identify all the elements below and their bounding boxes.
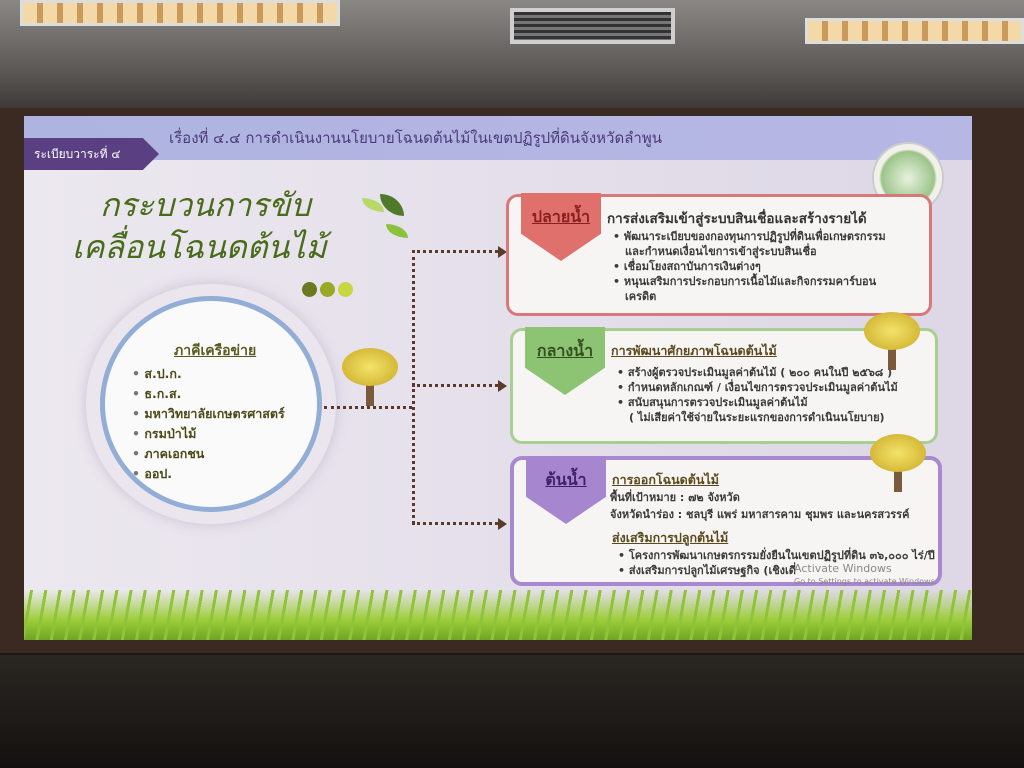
midstream-list: สร้างผู้ตรวจประเมินมูลค่าต้นไม้ ( ๒๐๐ คน… xyxy=(617,365,898,425)
agenda-tag: ระเบียบวาระที่ ๔ xyxy=(24,138,159,170)
tree-icon xyxy=(870,434,926,494)
handwritten-title-line1: กระบวนการขับ xyxy=(100,186,311,224)
midstream-heading: การพัฒนาศักยภาพโฉนดต้นไม้ xyxy=(611,343,777,358)
upstream-tag-label: ต้นน้ำ xyxy=(545,470,587,489)
tree-icon xyxy=(864,312,920,372)
slide-title: เรื่องที่ ๔.๔ การดำเนินงานนโยบายโฉนดต้นไ… xyxy=(169,129,662,147)
connector-line xyxy=(412,522,498,525)
connector-line xyxy=(412,250,415,524)
network-item: มหาวิทยาลัยเกษตรศาสตร์ xyxy=(132,404,284,424)
network-list: ส.ป.ก. ธ.ก.ส. มหาวิทยาลัยเกษตรศาสตร์ กรม… xyxy=(132,364,285,484)
upstream-list: โครงการพัฒนาเกษตรกรรมยั่งยืนในเขตปฏิรูปท… xyxy=(618,548,935,578)
network-item: ออป. xyxy=(132,464,285,484)
ceiling-light xyxy=(20,0,340,26)
decor-dot xyxy=(302,282,317,297)
list-item: สร้างผู้ตรวจประเมินมูลค่าต้นไม้ ( ๒๐๐ คน… xyxy=(617,365,898,380)
connector-line xyxy=(324,406,412,409)
downstream-tag-label: ปลายน้ำ xyxy=(531,207,591,226)
list-item: ( ไม่เสียค่าใช้จ่ายในระยะแรกของการดำเนิน… xyxy=(629,411,885,424)
upstream-pilot: จังหวัดนำร่อง : ชลบุรี แพร่ มหาสารคาม ชุ… xyxy=(610,508,910,521)
network-label: ภาคีเครือข่าย xyxy=(174,343,257,359)
watermark-line1: Activate Windows xyxy=(794,562,892,575)
list-item: เชื่อมโยงสถาบันการเงินต่างๆ xyxy=(613,259,886,274)
activate-windows-watermark: Activate Windows Go to Settings to activ… xyxy=(794,562,937,588)
connector-line xyxy=(412,250,498,253)
list-item: กำหนดหลักเกณฑ์ / เงื่อนไขการตรวจประเมินม… xyxy=(617,380,898,395)
network-item: ภาคเอกชน xyxy=(132,444,285,464)
tree-icon xyxy=(342,348,398,408)
air-vent xyxy=(510,8,675,44)
network-item: ส.ป.ก. xyxy=(132,364,285,384)
downstream-list: พัฒนาระเบียบของกองทุนการปฏิรูปที่ดินเพื่… xyxy=(613,229,886,304)
room-floor xyxy=(0,655,1024,768)
grass-decoration xyxy=(24,590,972,640)
upstream-box: ต้นน้ำ การออกโฉนดต้นไม้ พื้นที่เป้าหมาย … xyxy=(510,456,942,586)
list-item: โครงการพัฒนาเกษตรกรรมยั่งยืนในเขตปฏิรูปท… xyxy=(618,548,935,563)
network-item: ธ.ก.ส. xyxy=(132,384,285,404)
decor-dot xyxy=(338,282,353,297)
decor-dot xyxy=(320,282,335,297)
slide: ระเบียบวาระที่ ๔ เรื่องที่ ๔.๔ การดำเนิน… xyxy=(24,116,972,640)
network-item: กรมป่าไม้ xyxy=(132,424,285,444)
upstream-heading2: ส่งเสริมการปลูกต้นไม้ xyxy=(612,530,729,545)
upstream-heading: การออกโฉนดต้นไม้ xyxy=(612,472,719,487)
downstream-heading: การส่งเสริมเข้าสู่ระบบสินเชื่อและสร้างรา… xyxy=(607,211,867,227)
list-item: เครดิต xyxy=(625,290,657,303)
list-item: และกำหนดเงื่อนไขการเข้าสู่ระบบสินเชื่อ xyxy=(625,245,817,258)
arrow-icon xyxy=(498,380,507,392)
ceiling-light xyxy=(805,18,1024,44)
arrow-icon xyxy=(498,518,507,530)
midstream-tag-label: กลางน้ำ xyxy=(536,341,594,360)
list-item: สนับสนุนการตรวจประเมินมูลค่าต้นไม้ xyxy=(617,395,898,410)
list-item: หนุนเสริมการประกอบการเนื้อไม้และกิจกรรมค… xyxy=(613,274,886,289)
leaf-icon xyxy=(380,194,404,216)
arrow-icon xyxy=(498,246,507,258)
list-item: พัฒนาระเบียบของกองทุนการปฏิรูปที่ดินเพื่… xyxy=(613,229,886,244)
ceiling xyxy=(0,0,1024,112)
upstream-target: พื้นที่เป้าหมาย : ๗๒ จังหวัด xyxy=(610,491,740,504)
connector-line xyxy=(412,384,498,387)
title-bar xyxy=(24,116,972,160)
watermark-line2: Go to Settings to activate Windows. xyxy=(794,577,938,586)
downstream-box: ปลายน้ำ การส่งเสริมเข้าสู่ระบบสินเชื่อแล… xyxy=(506,193,932,316)
list-item: ส่งเสริมการปลูกไม้เศรษฐกิจ (เชิงเดี่ xyxy=(618,563,935,578)
leaf-icon xyxy=(386,224,408,238)
midstream-box: กลางน้ำ การพัฒนาศักยภาพโฉนดต้นไม้ สร้างผ… xyxy=(510,327,938,444)
handwritten-title-line2: เคลื่อนโฉนดต้นไม้ xyxy=(72,228,327,266)
